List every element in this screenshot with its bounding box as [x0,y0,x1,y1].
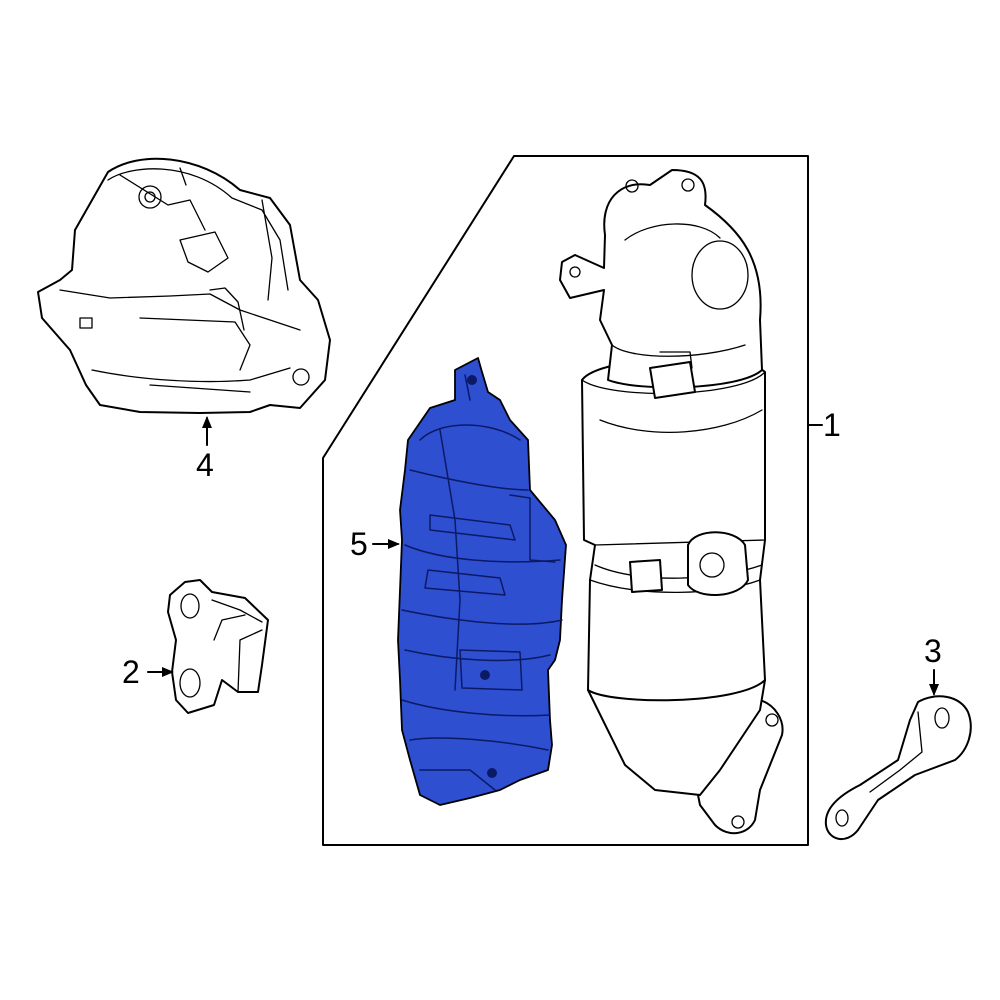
part-5-heat-shield-highlighted[interactable] [397,357,567,806]
callout-2-arrowhead [162,667,174,677]
callout-2-label: 2 [122,654,140,690]
part-4-upper-heat-shield[interactable] [37,157,331,414]
callout-3-arrowhead [929,684,939,696]
assembly-outline [322,155,809,846]
part-1-catalytic-converter[interactable] [559,169,784,835]
callout-4-arrowhead [202,416,212,428]
callout-5-label: 5 [350,526,368,562]
part-2-bracket[interactable] [167,579,269,714]
callout-3-label: 3 [924,633,942,669]
callout-5-arrowhead [388,539,400,549]
part-3-stay[interactable] [824,695,972,840]
callout-4-label: 4 [196,447,214,483]
callout-1-label: 1 [823,407,841,443]
